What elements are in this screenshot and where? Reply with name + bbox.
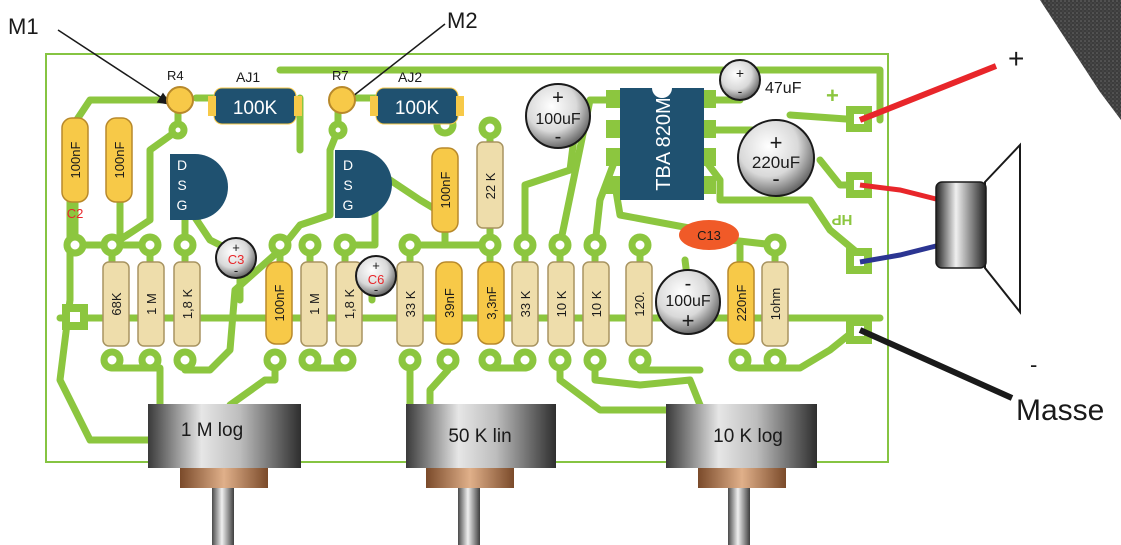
res-33k-a: 33 K — [403, 290, 418, 317]
cap-100nf-3: 100nF — [438, 172, 453, 209]
c6-plus: + — [372, 258, 380, 273]
c100uf-bottom-value: 100uF — [665, 293, 711, 310]
capacitor-c13 — [679, 220, 739, 250]
ic-tba820m — [606, 88, 716, 200]
res-1-8k-a: 1,8 K — [180, 288, 195, 319]
c100uf-bottom-plus: + — [682, 308, 695, 333]
potentiometer-1m-log — [148, 404, 301, 545]
label-c3: C3 — [228, 252, 245, 267]
c220uf-minus: - — [772, 166, 779, 191]
label-c2: C2 — [67, 206, 84, 221]
pot-50k-lin-label: 50 K lin — [448, 426, 511, 447]
c100uf-bottom-minus: - — [685, 273, 692, 295]
cap-39nf: 39nF — [442, 288, 457, 318]
loudspeaker-icon — [935, 142, 1021, 315]
output-minus-label: - — [1030, 352, 1037, 377]
m2-pin-d: D — [343, 157, 353, 173]
ic-name: TBA 820M — [653, 97, 675, 190]
background-texture — [1040, 0, 1121, 120]
label-r7: R7 — [332, 68, 349, 83]
res-68k: 68K — [109, 292, 124, 315]
res-10k-a: 10 K — [554, 290, 569, 317]
label-c6: C6 — [368, 272, 385, 287]
c100uf-top-minus: - — [555, 126, 562, 148]
c47uf-value: 47uF — [765, 80, 802, 97]
c2-value: 100nF — [68, 142, 83, 179]
c6-minus: - — [374, 282, 378, 297]
m2-pin-g: G — [343, 197, 354, 213]
potentiometer-50k-lin — [406, 404, 556, 545]
m1-pin-g: G — [177, 197, 188, 213]
pot-1m-log-label: 1 M log — [181, 420, 243, 441]
transistor-m2 — [335, 150, 392, 218]
pcb-board — [45, 53, 889, 463]
cap-100nf-4: 100nF — [272, 285, 287, 322]
label-m2: M2 — [447, 8, 478, 33]
c47uf-plus: + — [736, 65, 744, 81]
res-1m-b: 1 M — [307, 293, 322, 315]
res-1ohm: 1ohm — [768, 288, 783, 321]
trimmer-aj2 — [370, 87, 464, 125]
label-r4: R4 — [167, 68, 184, 83]
pot-10k-log-label: 10 K log — [713, 426, 783, 447]
output-wires — [858, 63, 1014, 401]
c3-plus: + — [232, 240, 240, 255]
c47uf-minus: - — [738, 83, 743, 99]
res-1-8k-b: 1,8 K — [342, 288, 357, 319]
aj2-value: 100K — [395, 98, 440, 119]
cap-3-3nf: 3,3nF — [484, 286, 499, 319]
label-c13: C13 — [697, 228, 721, 243]
c220uf-value: 220uF — [752, 153, 800, 172]
m1-pin-s: S — [177, 177, 186, 193]
output-masse-label: Masse — [1016, 394, 1104, 427]
resistor-r7 — [328, 86, 356, 114]
aj1-value: 100K — [233, 98, 278, 119]
label-m1: M1 — [8, 14, 39, 39]
electrolytic-capacitors — [215, 59, 815, 335]
c100uf-top-plus: + — [552, 87, 564, 109]
resistors-body — [102, 141, 789, 347]
label-aj1: AJ1 — [236, 69, 260, 85]
c220uf-plus: + — [770, 130, 783, 155]
res-33k-b: 33 K — [518, 290, 533, 317]
pad-plus-label: + — [826, 83, 839, 108]
res-120: 120. — [632, 291, 647, 316]
trimmer-aj1 — [208, 87, 302, 125]
cap-100nf-2: 100nF — [112, 142, 127, 179]
pcb-pads — [63, 113, 787, 372]
res-10k-b: 10 K — [589, 290, 604, 317]
res-1m-a: 1 M — [144, 293, 159, 315]
output-plus-label: + — [1008, 43, 1024, 74]
c100uf-top-value: 100uF — [535, 111, 581, 128]
label-aj2: AJ2 — [398, 69, 422, 85]
m2-pin-s: S — [343, 177, 352, 193]
potentiometer-10k-log — [666, 404, 817, 545]
pad-hp-label: HP — [832, 211, 853, 228]
res-22k: 22 K — [483, 172, 498, 199]
film-capacitors — [61, 117, 755, 345]
m1-pin-d: D — [177, 157, 187, 173]
transistor-m1 — [170, 154, 228, 220]
resistor-r4 — [166, 86, 194, 114]
c3-minus: - — [234, 263, 238, 278]
cap-220nf: 220nF — [734, 285, 749, 322]
